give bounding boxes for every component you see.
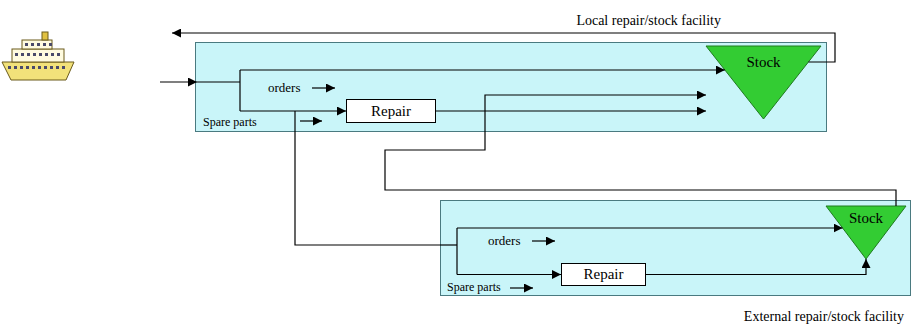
flow-line [510, 287, 533, 288]
ship-window [25, 43, 28, 46]
ship-funnel [42, 32, 48, 40]
ship-window [20, 66, 23, 69]
ship-window [39, 53, 42, 56]
flow-line [160, 81, 197, 82]
ship-window [31, 43, 34, 46]
facility-heading: External repair/stock facility [744, 309, 904, 325]
ship-window [8, 66, 11, 69]
flow-line [457, 274, 561, 275]
ship-window [38, 66, 41, 69]
flow-line [240, 69, 725, 70]
stock-shape [826, 206, 906, 259]
ship-deck [12, 49, 64, 62]
flow-label: Spare parts [447, 279, 501, 295]
flow-line [294, 111, 295, 132]
flow-label: orders [488, 233, 521, 249]
ship-window [62, 66, 65, 69]
flow-lines [160, 33, 843, 288]
ship-window [27, 53, 30, 56]
ship-window [14, 66, 17, 69]
connector [646, 259, 866, 275]
process-label: Repair [371, 103, 411, 120]
ship-window [45, 53, 48, 56]
flow-line [239, 70, 240, 111]
ship-hull [2, 62, 74, 80]
ship-window [15, 53, 18, 56]
flow-line [240, 110, 346, 111]
ship-bridge [22, 40, 52, 49]
process-box: Repair [561, 263, 646, 286]
connector [295, 132, 440, 245]
ship-window [21, 53, 24, 56]
flow-line [532, 240, 555, 241]
flow-line [457, 227, 843, 228]
flow-line [300, 120, 322, 121]
flow-label: orders [268, 80, 301, 96]
process-label: Repair [584, 266, 624, 283]
ship-window [26, 66, 29, 69]
flow-label: Spare parts [203, 114, 257, 130]
stock-label: Stock [826, 210, 906, 227]
stock-label: Stock [706, 54, 821, 71]
ship-window [33, 53, 36, 56]
ship-window [57, 53, 60, 56]
stock-triangle: Stock [826, 206, 906, 259]
ship-window [37, 43, 40, 46]
stock-shape [706, 46, 821, 119]
ship-window [44, 66, 47, 69]
flow-line [172, 33, 835, 62]
edge-group [295, 95, 896, 275]
flow-line [197, 81, 240, 82]
flow-line [312, 87, 335, 88]
stock-triangle: Stock [706, 46, 821, 119]
ship-window [32, 66, 35, 69]
connector [436, 110, 706, 111]
ship-window [50, 66, 53, 69]
flow-line [440, 244, 457, 245]
ship-window [56, 66, 59, 69]
flow-line [456, 228, 457, 275]
ship-window [49, 43, 52, 46]
process-box: Repair [346, 99, 436, 123]
facility-heading: Local repair/stock facility [576, 13, 721, 29]
ship-window [43, 43, 46, 46]
connector [385, 95, 896, 206]
ship-window [51, 53, 54, 56]
ship-illustration [2, 32, 74, 80]
